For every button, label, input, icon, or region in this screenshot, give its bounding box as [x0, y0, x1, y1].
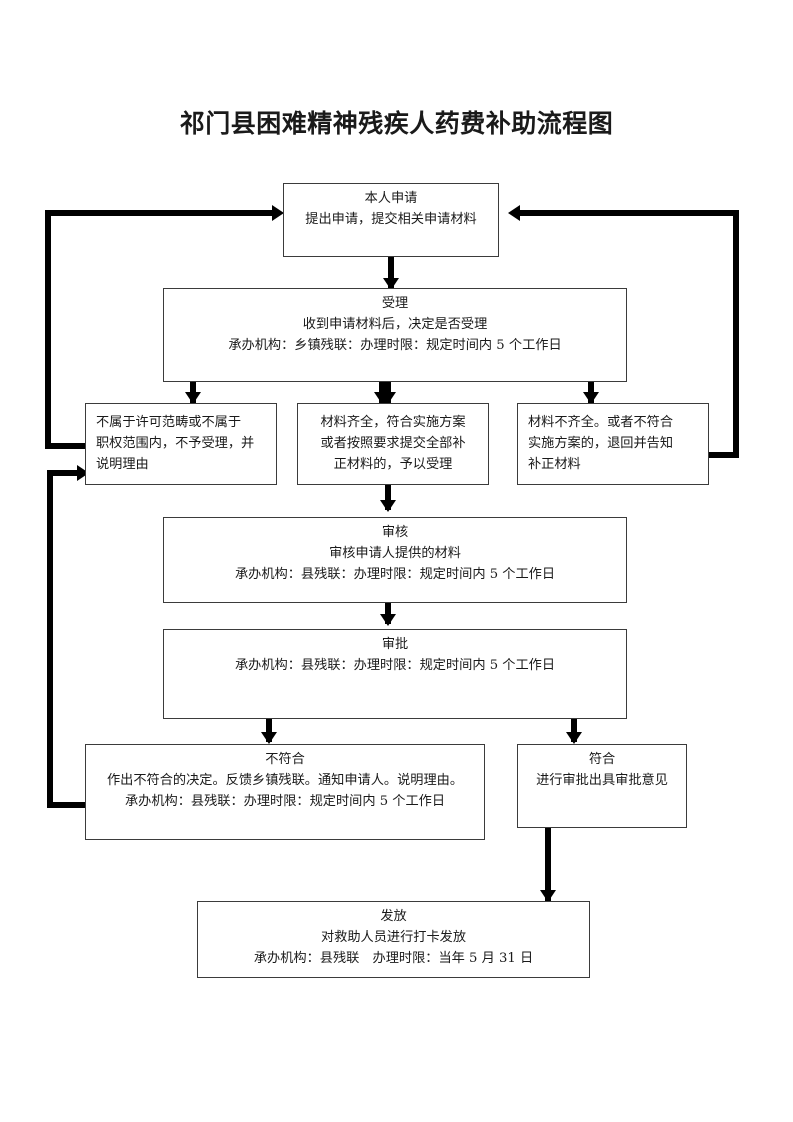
node-approve[interactable]: 审批 承办机构：县残联：办理时限：规定时间内 5 个工作日	[163, 629, 627, 719]
arrow-reject-loop-to-apply	[272, 205, 284, 221]
arrow-apply-to-accept	[383, 278, 399, 290]
connector-approve-to-qualified	[571, 718, 577, 742]
arrow-accept-to-incomplete	[583, 392, 599, 404]
node-review-head: 审核	[381, 525, 409, 540]
node-branch-incomplete-line-2: 实施方案的，退回并告知	[528, 436, 674, 451]
node-approve-head: 审批	[381, 637, 409, 652]
node-apply[interactable]: 本人申请 提出申请，提交相关申请材料	[283, 183, 499, 257]
node-issue[interactable]: 发放 对救助人员进行打卡发放 承办机构：县残联 办理时限：当年 5 月 31 日	[197, 901, 590, 978]
node-branch-incomplete-line-3: 补正材料	[528, 457, 581, 472]
node-apply-line-1: 提出申请，提交相关申请材料	[305, 212, 477, 227]
page-title: 祁门县困难精神残疾人药费补助流程图	[179, 109, 614, 138]
node-qualified-head: 符合	[588, 752, 616, 767]
node-approve-line-1: 承办机构：县残联：办理时限：规定时间内 5 个工作日	[234, 658, 556, 673]
node-branch-accept[interactable]: 材料齐全，符合实施方案 或者按照要求提交全部补 正材料的，予以受理	[297, 403, 489, 485]
node-branch-accept-line-3: 正材料的，予以受理	[333, 457, 453, 472]
arrow-accepted-to-review	[380, 500, 396, 512]
node-not-qualified[interactable]: 不符合 作出不符合的决定。反馈乡镇残联。通知申请人。说明理由。 承办机构：县残联…	[85, 744, 485, 840]
node-issue-line-1: 对救助人员进行打卡发放	[320, 930, 467, 945]
connector-apply-to-accept	[388, 256, 394, 288]
connector-notqualified-loop-horizontal-upper	[47, 470, 82, 476]
node-accept[interactable]: 受理 收到申请材料后，决定是否受理 承办机构：乡镇残联：办理时限：规定时间内 5…	[163, 288, 627, 382]
connector-reject-loop-horizontal-lower	[45, 443, 87, 449]
arrow-qualified-to-issue	[540, 890, 556, 902]
node-branch-incomplete[interactable]: 材料不齐全。或者不符合 实施方案的，退回并告知 补正材料	[517, 403, 709, 485]
node-qualified[interactable]: 符合 进行审批出具审批意见	[517, 744, 687, 828]
node-accept-head: 受理	[381, 296, 409, 311]
connector-incomplete-loop-horizontal-lower	[706, 452, 739, 458]
node-not-qualified-line-1: 作出不符合的决定。反馈乡镇残联。通知申请人。说明理由。	[106, 773, 464, 788]
arrow-incomplete-loop-to-apply	[508, 205, 520, 221]
node-review-line-2: 承办机构：县残联：办理时限：规定时间内 5 个工作日	[234, 567, 556, 582]
node-accept-line-1: 收到申请材料后，决定是否受理	[302, 317, 488, 332]
node-branch-accept-line-1: 材料齐全，符合实施方案	[320, 415, 466, 430]
connector-notqualified-loop-vertical	[47, 470, 53, 808]
node-branch-reject-line-3: 说明理由	[96, 457, 149, 472]
connector-incomplete-loop-horizontal-upper	[520, 210, 739, 216]
node-review[interactable]: 审核 审核申请人提供的材料 承办机构：县残联：办理时限：规定时间内 5 个工作日	[163, 517, 627, 603]
node-not-qualified-line-2: 承办机构：县残联：办理时限：规定时间内 5 个工作日	[124, 794, 446, 809]
node-issue-head: 发放	[380, 909, 407, 924]
connector-notqualified-loop-horizontal-lower	[47, 802, 87, 808]
connector-review-to-approve	[385, 602, 391, 624]
node-issue-line-2: 承办机构：县残联 办理时限：当年 5 月 31 日	[253, 951, 534, 966]
node-branch-reject-line-2: 职权范围内，不予受理，并	[96, 436, 255, 451]
arrow-review-to-approve	[380, 614, 396, 626]
node-not-qualified-head: 不符合	[265, 752, 305, 767]
connector-reject-loop-vertical	[45, 210, 51, 449]
node-qualified-line-1: 进行审批出具审批意见	[536, 773, 668, 788]
arrow-accept-to-left-branch	[185, 392, 201, 404]
node-branch-reject-line-1: 不属于许可范畴或不属于	[96, 415, 242, 430]
arrow-accept-to-accepted	[380, 392, 396, 404]
connector-reject-loop-horizontal-upper	[45, 210, 277, 216]
arrow-approve-to-notqualified	[261, 732, 277, 744]
node-branch-incomplete-line-1: 材料不齐全。或者不符合	[528, 415, 674, 430]
node-apply-head: 本人申请	[364, 191, 418, 206]
node-accept-line-2: 承办机构：乡镇残联：办理时限：规定时间内 5 个工作日	[228, 338, 562, 353]
connector-approve-to-notqualified	[266, 718, 272, 742]
node-branch-accept-line-2: 或者按照要求提交全部补	[320, 436, 466, 451]
connector-incomplete-loop-vertical	[733, 210, 739, 458]
node-review-line-1: 审核申请人提供的材料	[329, 546, 461, 561]
node-branch-reject[interactable]: 不属于许可范畴或不属于 职权范围内，不予受理，并 说明理由	[85, 403, 277, 485]
arrow-approve-to-qualified	[566, 732, 582, 744]
connector-qualified-to-issue	[545, 827, 551, 902]
connector-accepted-to-review	[385, 484, 391, 510]
